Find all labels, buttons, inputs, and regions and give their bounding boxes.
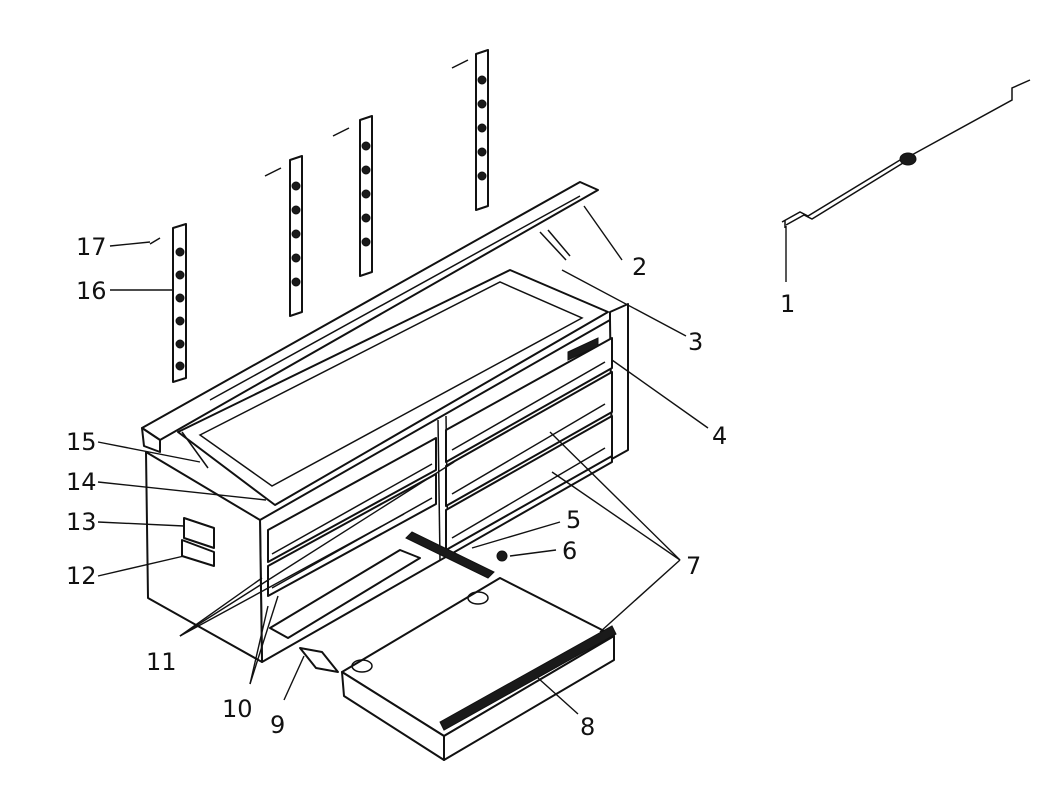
tool-strip-2 [289, 155, 303, 317]
callout-4: 4 [712, 422, 727, 450]
callout-10: 10 [222, 695, 253, 723]
callout-5: 5 [566, 506, 581, 534]
callout-15: 15 [66, 428, 97, 456]
callout-6: 6 [562, 537, 577, 565]
lock-rod [781, 79, 1031, 228]
callout-12: 12 [66, 562, 97, 590]
tool-strip-3 [359, 115, 373, 277]
strip-pin-4 [451, 59, 469, 69]
callout-1: 1 [780, 290, 795, 318]
strip-pin-1 [149, 237, 161, 245]
callout-2: 2 [632, 253, 647, 281]
lid-support [181, 229, 571, 469]
strip-pin-2 [264, 167, 282, 177]
drawer-slide [269, 531, 508, 673]
side-handle [181, 517, 215, 567]
callouts: 1 2 3 4 5 6 7 8 9 10 11 12 13 14 15 16 1… [66, 233, 795, 741]
chest-lid [141, 181, 599, 453]
tool-strip-4 [475, 49, 489, 211]
callout-14: 14 [66, 468, 97, 496]
callout-13: 13 [66, 508, 97, 536]
tool-strip-1 [172, 223, 187, 383]
callout-3: 3 [688, 328, 703, 356]
bottom-drawer [341, 577, 617, 761]
strip-pin-3 [332, 127, 350, 137]
callout-8: 8 [580, 713, 595, 741]
drawers-right [445, 337, 613, 551]
callout-9: 9 [270, 711, 285, 739]
callout-16: 16 [76, 277, 107, 305]
callout-7: 7 [686, 552, 701, 580]
callout-17: 17 [76, 233, 107, 261]
leader-lines [97, 205, 787, 715]
callout-11: 11 [146, 648, 177, 676]
